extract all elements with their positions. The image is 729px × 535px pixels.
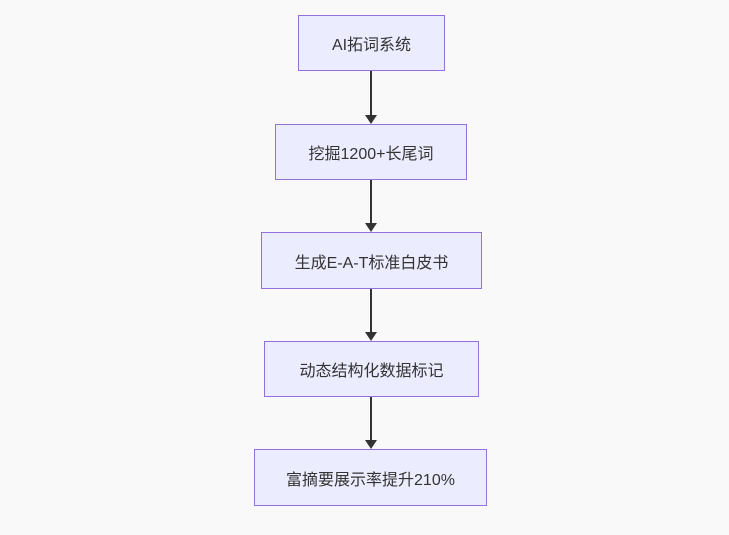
flow-node-label: 挖掘1200+长尾词 xyxy=(308,146,434,163)
flow-edge-2 xyxy=(360,180,382,232)
arrowhead-down-icon xyxy=(365,440,377,449)
flow-node-rich-snippet-rate-increase: 富摘要展示率提升210% xyxy=(254,449,487,506)
flow-edge-4 xyxy=(360,397,382,449)
flow-edge-1 xyxy=(360,71,382,124)
flow-node-generate-eat-whitepaper: 生成E-A-T标准白皮书 xyxy=(261,232,482,289)
flow-node-mine-longtail-keywords: 挖掘1200+长尾词 xyxy=(275,124,467,180)
flow-node-ai-word-expansion-system: AI拓词系统 xyxy=(298,15,445,71)
edge-line xyxy=(370,71,372,117)
arrowhead-down-icon xyxy=(365,115,377,124)
flow-node-label: 动态结构化数据标记 xyxy=(299,363,444,380)
arrowhead-down-icon xyxy=(365,223,377,232)
flow-node-label: 富摘要展示率提升210% xyxy=(286,471,455,489)
flow-node-label: 生成E-A-T标准白皮书 xyxy=(294,254,449,272)
flow-node-label: AI拓词系统 xyxy=(331,37,412,54)
edge-line xyxy=(370,397,372,442)
flow-edge-3 xyxy=(360,289,382,341)
arrowhead-down-icon xyxy=(365,332,377,341)
edge-line xyxy=(370,289,372,334)
edge-line xyxy=(370,180,372,225)
flow-node-dynamic-structured-data-markup: 动态结构化数据标记 xyxy=(264,341,479,397)
